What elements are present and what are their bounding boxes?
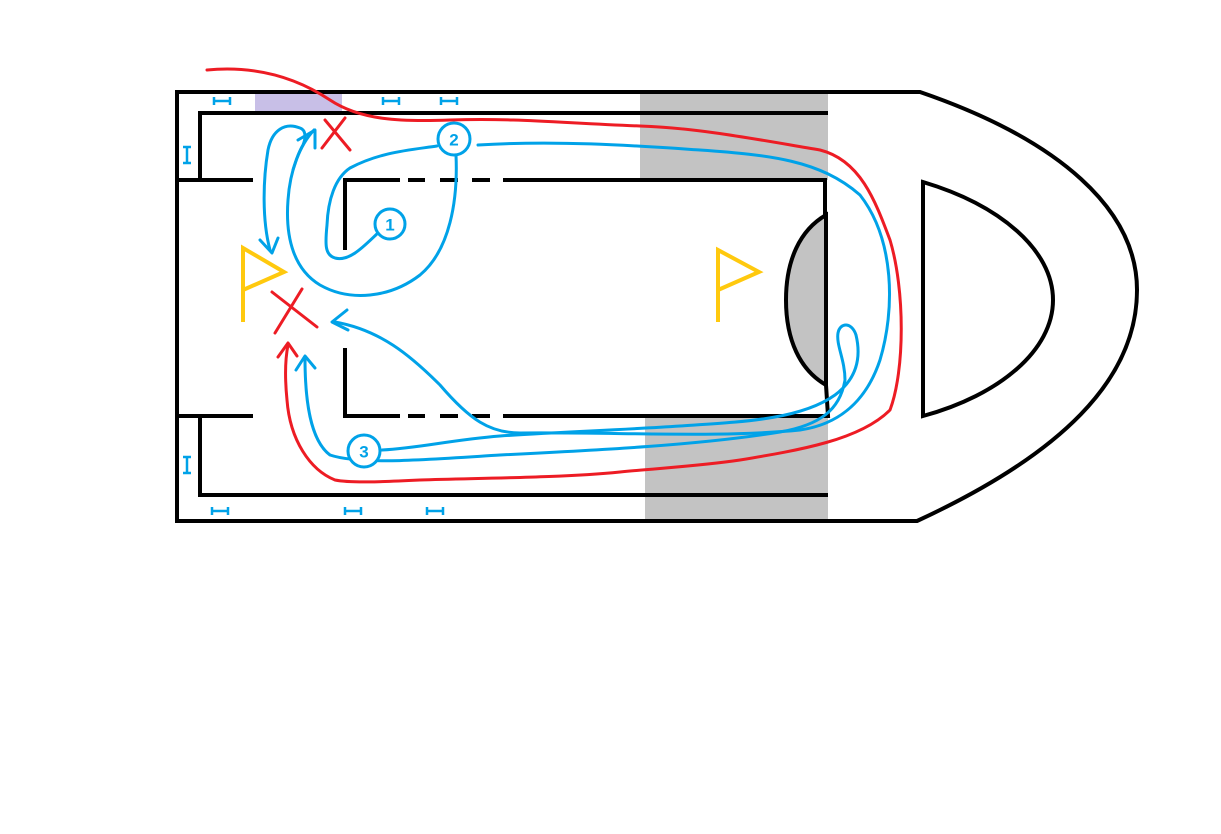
route-label-1-text: 1: [385, 216, 394, 235]
outer-boundary: [175, 90, 1140, 523]
blue-arrowhead-3: [330, 308, 350, 332]
route-label-3: 3: [346, 433, 382, 469]
flag-icon-right: [716, 246, 764, 322]
gray-zone-semicircle: [783, 211, 828, 389]
blue-route-2[interactable]: [286, 128, 458, 297]
blue-route-1[interactable]: [324, 144, 439, 261]
red-x-bottom: [270, 287, 319, 335]
purple-zone: [255, 90, 342, 113]
red-x-top: [320, 116, 352, 152]
inner-d-shape: [921, 179, 1056, 419]
blue-route-3[interactable]: [303, 323, 860, 463]
route-label-3-text: 3: [359, 443, 368, 462]
red-route: [205, 67, 903, 484]
flag-icon-left: [241, 244, 289, 322]
red-arrowhead: [276, 341, 299, 359]
blue-markers: [183, 97, 459, 515]
route-label-1: 1: [373, 207, 407, 241]
walls: [177, 111, 831, 497]
blue-route-2-ext[interactable]: [333, 141, 891, 436]
route-label-2-text: 2: [449, 131, 458, 150]
route-label-2: 2: [436, 121, 472, 157]
blue-route-loop[interactable]: [262, 124, 307, 252]
blue-arrowhead-down: [258, 236, 280, 255]
blue-arrowhead-4: [294, 354, 317, 372]
